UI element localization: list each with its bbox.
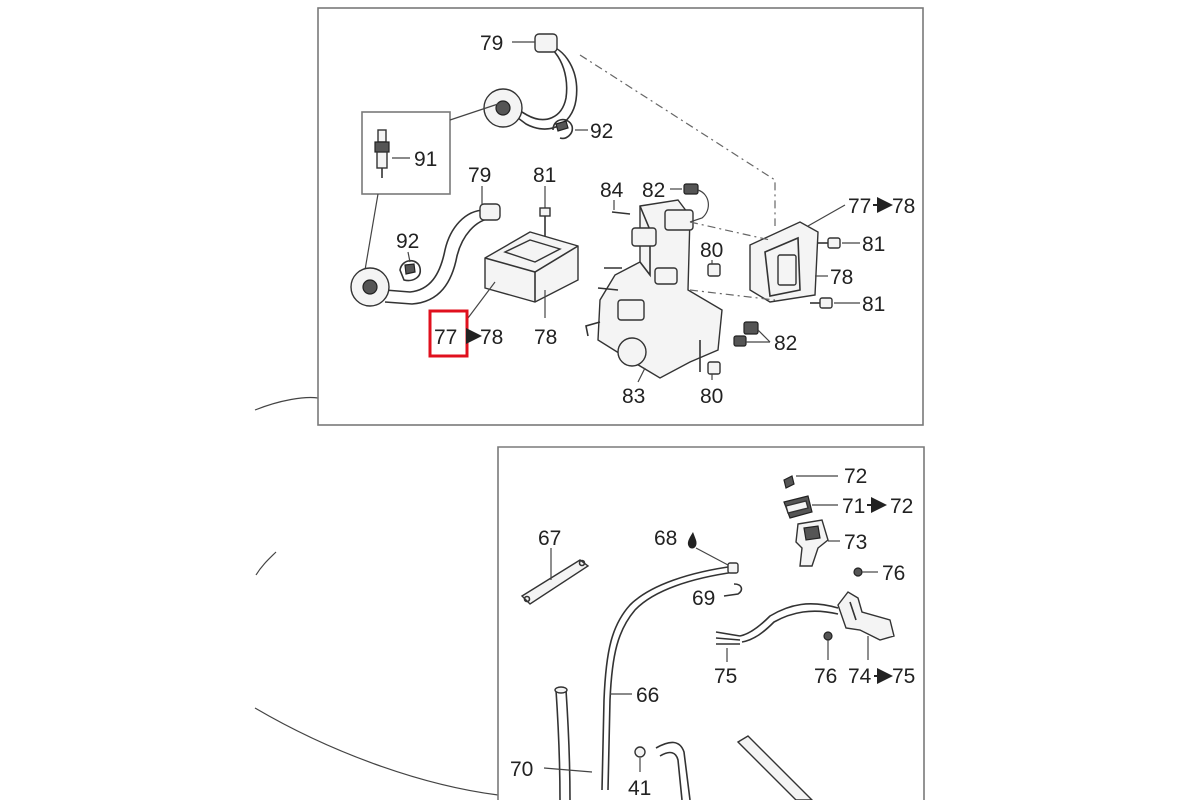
bracket-73 bbox=[795, 519, 829, 567]
spark-plug bbox=[374, 129, 390, 178]
hose-70 bbox=[554, 686, 571, 800]
spacer-80-bottom bbox=[707, 361, 721, 375]
fitting-41 bbox=[634, 741, 691, 800]
lead-83 bbox=[637, 367, 646, 383]
callout-78-module: 78 bbox=[830, 266, 853, 289]
callout-67: 67 bbox=[538, 527, 561, 550]
module-71 bbox=[783, 495, 813, 519]
callout-70: 70 bbox=[510, 758, 533, 781]
sensor-82-top bbox=[683, 183, 709, 223]
callout-76-upper: 76 bbox=[882, 562, 905, 585]
callout-83: 83 bbox=[622, 385, 645, 408]
callout-81-lower: 81 bbox=[862, 293, 885, 316]
callout-80-mid: 80 bbox=[700, 239, 723, 262]
assembly-line-b bbox=[689, 221, 771, 241]
bolt-81-top bbox=[539, 207, 551, 236]
callout-76-lower: 76 bbox=[814, 665, 837, 688]
callout-68: 68 bbox=[654, 527, 677, 550]
callout-72: 72 bbox=[844, 465, 867, 488]
spark-plug-box bbox=[361, 111, 451, 195]
box-leader-a bbox=[449, 103, 499, 121]
assembly-line-a bbox=[579, 54, 776, 226]
ignition-lead-lower bbox=[350, 203, 501, 307]
harness-75 bbox=[715, 603, 839, 645]
rod-66-68 bbox=[601, 562, 739, 791]
fastener-76-upper bbox=[853, 567, 863, 577]
clip-69 bbox=[723, 583, 743, 597]
callout-75: 75 bbox=[714, 665, 737, 688]
callout-81-top: 81 bbox=[533, 164, 556, 187]
callout-77-right: 77 bbox=[848, 195, 871, 218]
lead-82-bottom-a bbox=[757, 329, 771, 343]
callout-82-top: 82 bbox=[642, 179, 665, 202]
spacer-80-mid bbox=[707, 263, 721, 277]
support-bar bbox=[736, 735, 813, 800]
callout-79-top: 79 bbox=[480, 32, 503, 55]
bracket-74 bbox=[837, 591, 895, 641]
callout-41: 41 bbox=[628, 777, 651, 800]
callout-66: 66 bbox=[636, 684, 659, 707]
callout-84: 84 bbox=[600, 179, 624, 202]
callout-71-to-72: 72 bbox=[890, 495, 913, 518]
sensor-82-bottom bbox=[733, 321, 759, 347]
mounting-bracket bbox=[585, 199, 723, 379]
vehicle-outline-arc-bottom bbox=[254, 707, 499, 796]
callout-92-top: 92 bbox=[590, 120, 613, 143]
callout-69: 69 bbox=[692, 587, 715, 610]
callout-71: 71 bbox=[842, 495, 865, 518]
callout-79-mid: 79 bbox=[468, 164, 491, 187]
box-leader-b bbox=[364, 193, 379, 271]
control-module-78 bbox=[749, 221, 819, 303]
callout-74: 74 bbox=[848, 665, 872, 688]
clip-92-upper bbox=[552, 118, 574, 140]
callout-81-upper: 81 bbox=[862, 233, 885, 256]
callout-77-highlighted: 77 bbox=[434, 326, 457, 349]
vehicle-outline-arc-top bbox=[254, 396, 319, 411]
callout-82-bottom: 82 bbox=[774, 332, 797, 355]
bolt-81-lower bbox=[810, 297, 833, 309]
lead-77-highlight bbox=[467, 281, 496, 319]
fastener-76-lower bbox=[823, 631, 833, 641]
strap-67 bbox=[520, 559, 590, 605]
callout-73: 73 bbox=[844, 531, 867, 554]
callout-78-right: 78 bbox=[892, 195, 915, 218]
clip-92-lower bbox=[399, 259, 422, 282]
top-panel-border bbox=[317, 7, 924, 426]
bottom-panel-border bbox=[497, 446, 925, 800]
callout-78-highlighted: 78 bbox=[480, 326, 503, 349]
callout-78-coil: 78 bbox=[534, 326, 557, 349]
bolt-81-upper bbox=[818, 237, 841, 249]
lead-70 bbox=[543, 767, 593, 773]
lead-68 bbox=[695, 547, 729, 566]
callout-91: 91 bbox=[414, 148, 437, 171]
clip-72 bbox=[783, 475, 795, 489]
vehicle-outline-fragment bbox=[255, 551, 277, 576]
drop-icon bbox=[687, 532, 697, 549]
ignition-coil-module bbox=[484, 231, 579, 303]
callout-80-bottom: 80 bbox=[700, 385, 723, 408]
lead-77-right bbox=[807, 204, 846, 227]
assembly-line-c bbox=[689, 289, 776, 301]
callout-92-left: 92 bbox=[396, 230, 419, 253]
ignition-lead-upper bbox=[483, 33, 578, 130]
callout-74-to-75: 75 bbox=[892, 665, 915, 688]
lead-92-left bbox=[407, 251, 411, 263]
